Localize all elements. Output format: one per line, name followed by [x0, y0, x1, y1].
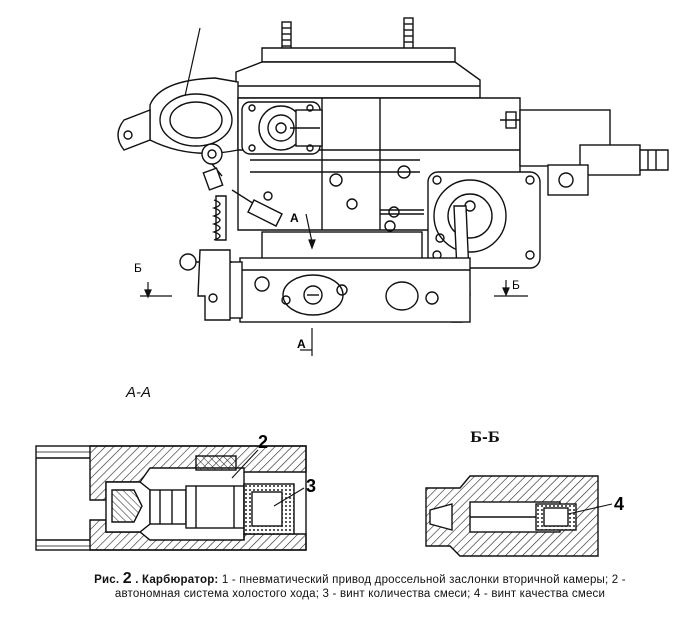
caption-title: . Карбюратор:	[131, 574, 219, 586]
throttle-body	[227, 231, 471, 323]
caption-text: 1 - пневматический привод дроссельной за…	[114, 574, 626, 600]
mounting-stud-right	[403, 17, 414, 61]
callout-4: 4	[614, 494, 624, 514]
pneumatic-actuator	[117, 27, 239, 165]
section-aa-title: А-А	[126, 384, 152, 401]
mark-b-right: Б	[512, 278, 520, 292]
section-aa-drawing	[35, 445, 307, 551]
mark-a-top: А	[290, 211, 299, 225]
mark-a-bottom: А	[297, 337, 306, 351]
figure-caption: Рис. 2 . Карбюратор: 1 - пневматический …	[80, 570, 640, 601]
callout-leaders	[231, 449, 613, 515]
mounting-stud-left	[281, 21, 292, 61]
section-line-bb-right	[494, 280, 528, 297]
caption-number: 2	[122, 570, 132, 587]
callout-3: 3	[306, 476, 316, 496]
choke-housing	[241, 101, 323, 155]
section-bb-title: Б-Б	[470, 430, 500, 446]
callout-2: 2	[258, 432, 268, 452]
section-line-aa	[300, 213, 316, 356]
section-line-bb-left	[140, 282, 172, 299]
accelerator-pump	[427, 171, 541, 269]
fuel-inlet	[500, 109, 669, 196]
section-bb-drawing	[425, 475, 599, 557]
carburetor-body	[117, 17, 669, 356]
throttle-linkage	[179, 163, 283, 321]
mark-b-left: Б	[134, 261, 142, 275]
caption-prefix: Рис.	[94, 574, 123, 586]
